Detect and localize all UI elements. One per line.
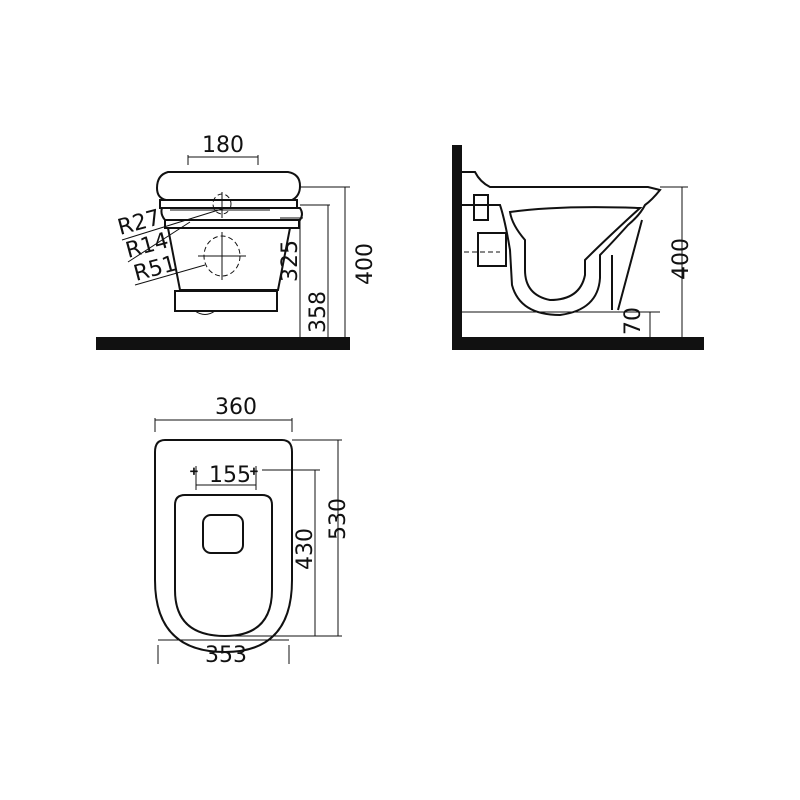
side-view: 400 70 xyxy=(452,145,704,350)
dim-155: 155 xyxy=(209,463,251,488)
dim-325: 325 xyxy=(278,240,303,282)
dim-70: 70 xyxy=(621,307,646,335)
front-view: 180 R27 R14 R51 325 358 400 xyxy=(96,133,378,350)
svg-text:+: + xyxy=(250,465,258,480)
dim-180: 180 xyxy=(202,133,244,158)
seat-lid xyxy=(155,171,302,201)
dim-353: 353 xyxy=(205,643,247,668)
svg-text:+: + xyxy=(190,465,198,480)
dim-400-side: 400 xyxy=(669,238,694,280)
seat-opening xyxy=(174,494,273,638)
dim-430: 430 xyxy=(293,528,318,570)
dim-530: 530 xyxy=(326,498,351,540)
dim-358: 358 xyxy=(306,291,331,333)
dim-360: 360 xyxy=(215,395,257,420)
floor-bar xyxy=(452,337,704,350)
bowl-hole xyxy=(202,514,244,554)
bowl-outline xyxy=(462,171,662,317)
dim-400-front: 400 xyxy=(353,243,378,285)
top-outline xyxy=(154,439,293,654)
top-view: 360 + + 155 530 430 353 xyxy=(154,395,351,668)
floor-bar xyxy=(96,337,350,350)
wall xyxy=(452,145,462,350)
